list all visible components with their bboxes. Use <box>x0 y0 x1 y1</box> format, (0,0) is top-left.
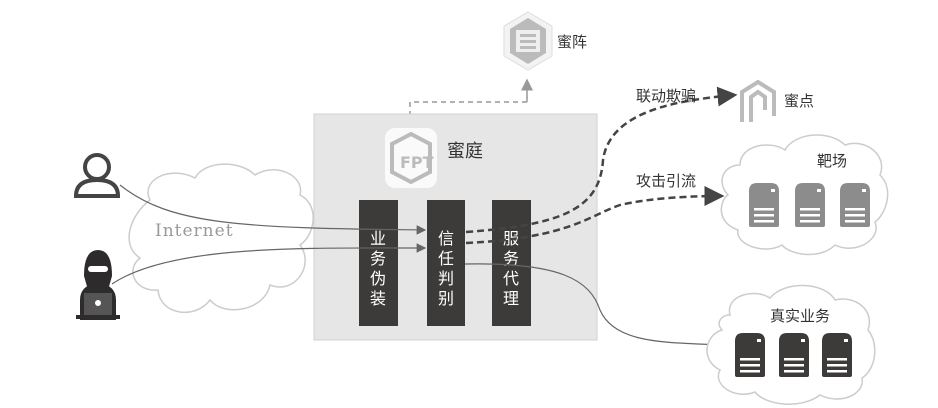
midian-label: 蜜点 <box>784 92 814 110</box>
decoy-server-icon <box>840 183 870 227</box>
miting-label: 蜜庭 <box>447 141 483 162</box>
bachang-label: 靶场 <box>817 152 847 170</box>
module-char: 装 <box>370 289 386 308</box>
mizhen-label: 蜜阵 <box>557 33 587 51</box>
hacker-flow <box>111 243 427 285</box>
module-char: 信 <box>438 229 454 248</box>
module-char: 判 <box>438 269 454 288</box>
hacker-icon <box>76 250 120 320</box>
module-char: 别 <box>438 289 454 308</box>
user-flow <box>119 184 427 235</box>
real-server-icon <box>735 333 765 377</box>
module-service-proxy: 服 务 代 理 <box>492 200 531 326</box>
decoy-server-icon <box>749 183 779 227</box>
user-icon <box>73 153 121 198</box>
module-char: 业 <box>370 229 386 248</box>
real-business-flow <box>464 263 720 350</box>
real-server-icon <box>779 333 809 377</box>
internet-cloud <box>128 163 314 314</box>
attack-diversion-label: 攻击引流 <box>636 172 696 190</box>
module-char: 伪 <box>370 269 386 288</box>
module-char: 代 <box>503 269 519 288</box>
internet-label: Internet <box>155 221 234 241</box>
midian-icon <box>740 79 776 122</box>
linkage-deception-label: 联动欺骗 <box>636 87 696 105</box>
svg-text:FPT: FPT <box>400 153 434 172</box>
module-char: 务 <box>370 249 386 268</box>
real-business-label: 真实业务 <box>770 307 830 325</box>
real-server-icon <box>822 333 852 377</box>
decoy-server-icon <box>795 183 825 227</box>
module-char: 务 <box>503 249 519 268</box>
mizhen-node: 蜜阵 <box>503 11 587 71</box>
attack-diversion-flow <box>465 186 725 245</box>
mizhen-link <box>410 82 528 126</box>
module-business-disguise: 业 务 伪 装 <box>359 200 398 326</box>
module-char: 任 <box>438 249 454 268</box>
module-char: 理 <box>503 289 519 308</box>
linkage-deception-flow <box>465 86 738 234</box>
module-trust-judgement: 信 任 判 别 <box>427 200 465 326</box>
